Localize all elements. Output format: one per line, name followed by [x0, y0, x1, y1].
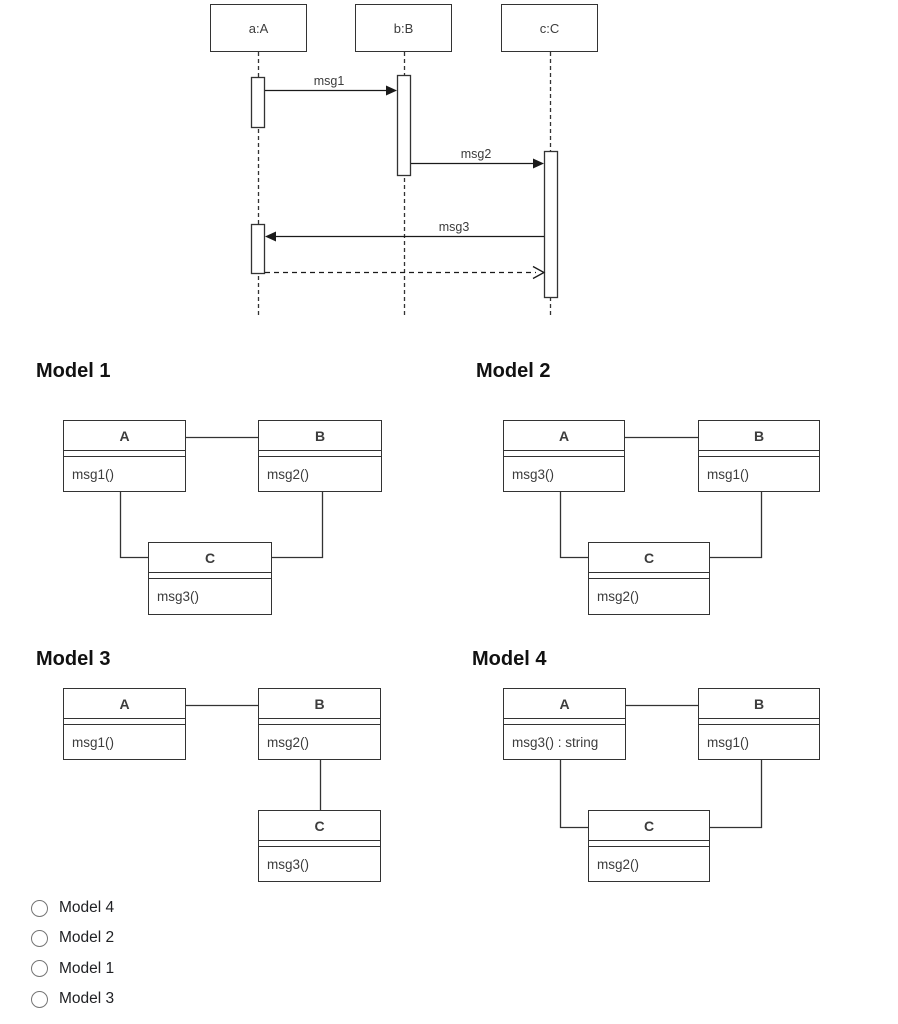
- class-attributes-empty: [699, 451, 819, 457]
- model4-connectors: [559, 704, 763, 829]
- class-name: C: [149, 543, 271, 573]
- model2-class-A: A msg3(): [503, 420, 625, 492]
- model4-class-A: A msg3() : string: [503, 688, 626, 760]
- class-method: msg1(): [707, 734, 750, 750]
- class-method: msg3() : string: [512, 734, 599, 750]
- class-name: B: [259, 689, 380, 719]
- class-attributes-empty: [149, 573, 271, 579]
- radio-button-icon[interactable]: [31, 899, 48, 917]
- model2-connectors: [559, 436, 763, 559]
- class-name: A: [504, 421, 624, 451]
- lifeline-head-aA: a:A: [210, 4, 307, 52]
- class-attributes-empty: [64, 451, 185, 457]
- class-method: msg3(): [267, 856, 310, 872]
- class-attributes-empty: [699, 719, 819, 725]
- class-name: C: [259, 811, 380, 841]
- model3-title: Model 3: [36, 648, 111, 670]
- message-label-msg1: msg1: [313, 74, 345, 88]
- message-label-msg3: msg3: [438, 220, 470, 234]
- lifeline-label: a:A: [248, 20, 269, 36]
- lifeline-label: b:B: [393, 20, 414, 36]
- option-model-2[interactable]: Model 2: [31, 923, 114, 953]
- class-method: msg2(): [597, 589, 640, 604]
- class-method: msg1(): [707, 466, 750, 482]
- class-method: msg1(): [72, 734, 115, 750]
- class-name: A: [64, 421, 185, 451]
- model2-class-C: C msg2(): [588, 542, 710, 615]
- message-arrows: [265, 85, 546, 280]
- class-name: A: [64, 689, 185, 719]
- model3-connectors: [186, 704, 322, 810]
- class-attributes-empty: [589, 841, 709, 847]
- class-name: B: [699, 689, 819, 719]
- option-label: Model 3: [59, 990, 115, 1008]
- class-method: msg2(): [267, 734, 310, 750]
- model1-class-B: B msg2(): [258, 420, 382, 492]
- class-attributes-empty: [589, 573, 709, 579]
- class-method: msg1(): [72, 466, 115, 482]
- class-attributes-empty: [64, 719, 185, 725]
- model4-title: Model 4: [472, 648, 547, 670]
- option-model-1[interactable]: Model 1: [31, 954, 114, 984]
- option-model-3[interactable]: Model 3: [31, 984, 114, 1014]
- class-name: C: [589, 543, 709, 573]
- class-attributes-empty: [259, 451, 381, 457]
- model3-class-A: A msg1(): [63, 688, 186, 760]
- model4-class-B: B msg1(): [698, 688, 820, 760]
- class-attributes-empty: [259, 719, 380, 725]
- message-label-msg2: msg2: [460, 147, 492, 161]
- class-name: B: [699, 421, 819, 451]
- lifeline-head-bB: b:B: [355, 4, 452, 52]
- model1-connectors: [119, 436, 324, 559]
- class-attributes-empty: [504, 451, 624, 457]
- radio-button-icon[interactable]: [31, 929, 48, 947]
- answer-options-group: Model 4 Model 2 Model 1 Model 3: [31, 893, 114, 1014]
- radio-button-icon[interactable]: [31, 960, 48, 978]
- model1-class-A: A msg1(): [63, 420, 186, 492]
- lifeline-label: c:C: [539, 20, 560, 36]
- radio-button-icon[interactable]: [31, 990, 48, 1008]
- class-method: msg2(): [267, 466, 310, 482]
- model3-class-B: B msg2(): [258, 688, 381, 760]
- class-attributes-empty: [259, 841, 380, 847]
- class-attributes-empty: [504, 719, 625, 725]
- model1-title: Model 1: [36, 360, 111, 382]
- model1-class-C: C msg3(): [148, 542, 272, 615]
- option-model-4[interactable]: Model 4: [31, 893, 114, 923]
- model3-class-C: C msg3(): [258, 810, 381, 882]
- lifeline-head-cC: c:C: [501, 4, 598, 52]
- option-label: Model 4: [59, 899, 115, 917]
- class-method: msg2(): [597, 856, 640, 872]
- model4-class-C: C msg2(): [588, 810, 710, 882]
- class-name: A: [504, 689, 625, 719]
- model2-title: Model 2: [476, 360, 551, 382]
- option-label: Model 2: [59, 929, 115, 947]
- class-method: msg3(): [157, 589, 200, 604]
- model2-class-B: B msg1(): [698, 420, 820, 492]
- class-method: msg3(): [512, 466, 555, 482]
- class-name: C: [589, 811, 709, 841]
- option-label: Model 1: [59, 959, 115, 977]
- class-name: B: [259, 421, 381, 451]
- activation-bars: [250, 74, 559, 299]
